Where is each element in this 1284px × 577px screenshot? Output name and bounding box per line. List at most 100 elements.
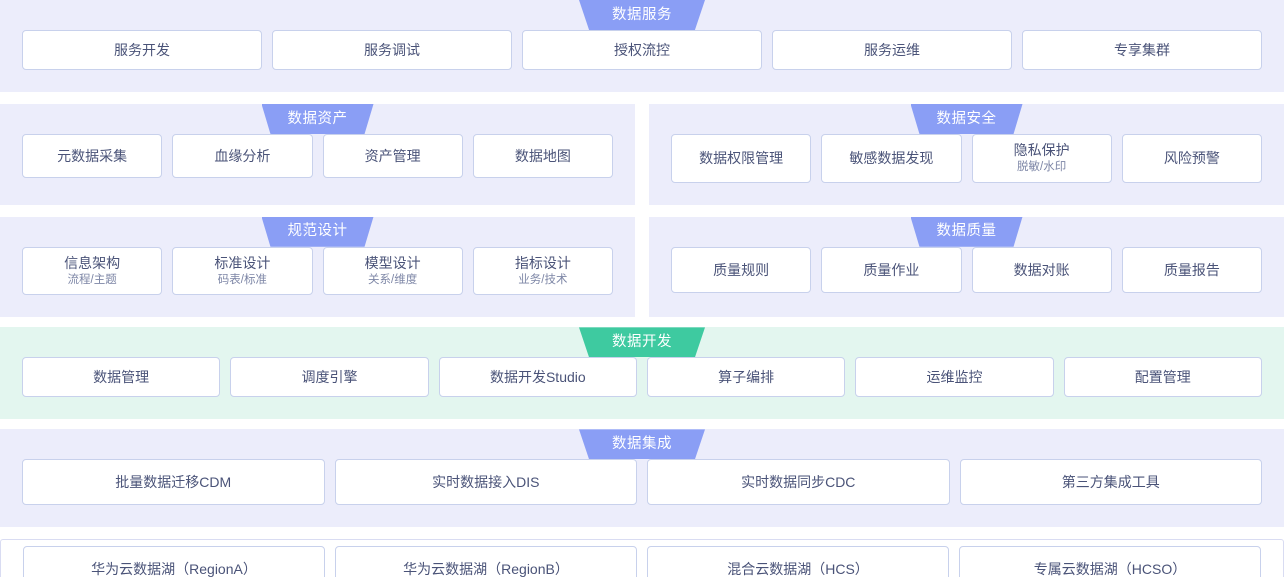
cell-title: 质量作业: [863, 261, 920, 278]
cell-sensitive-data-discovery[interactable]: 敏感数据发现: [821, 134, 962, 183]
cell-title: 指标设计: [514, 254, 571, 271]
section-data-quality: 数据质量 质量规则 质量作业 数据对账 质量报告: [649, 216, 1284, 318]
cell-title: 数据管理: [93, 369, 150, 386]
section-data-service: 数据服务 服务开发 服务调试 授权流控 服务运维 专享集群: [0, 0, 1284, 92]
cell-title: 敏感数据发现: [849, 150, 934, 167]
cell-title: 数据开发Studio: [489, 369, 586, 386]
cell-title: 调度引擎: [301, 369, 358, 386]
cell-data-development-studio[interactable]: 数据开发Studio: [438, 357, 637, 398]
section-data-integration: 数据集成 批量数据迁移CDM 实时数据接入DIS 实时数据同步CDC 第三方集成…: [0, 429, 1284, 528]
cell-title: 资产管理: [364, 147, 421, 164]
cell-title: 专属云数据湖（HCSO）: [1033, 561, 1187, 577]
cell-title: 授权流控: [614, 41, 670, 58]
section-spacer: [0, 419, 1284, 430]
cell-dedicated-cloud-data-lake-hcso[interactable]: 专属云数据湖（HCSO）: [959, 546, 1261, 577]
cell-title: 算子编排: [718, 369, 775, 386]
cell-row-data-integration: 批量数据迁移CDM 实时数据接入DIS 实时数据同步CDC 第三方集成工具: [0, 459, 1284, 527]
section-row-asset-security: 数据资产 元数据采集 血缘分析 资产管理 数据地图 数据安全: [0, 104, 1284, 205]
cell-title: 信息架构: [64, 254, 121, 271]
cell-title: 服务开发: [114, 41, 170, 58]
cell-subtitle: 脱敏/水印: [1017, 161, 1067, 174]
cell-third-party-integration-tools[interactable]: 第三方集成工具: [959, 459, 1262, 506]
cell-service-development[interactable]: 服务开发: [22, 30, 262, 70]
badge-wrap-spec-design: 规范设计: [0, 216, 635, 247]
cell-title: 数据对账: [1013, 261, 1070, 278]
badge-wrap-data-integration: 数据集成: [0, 429, 1284, 460]
cell-row-data-service: 服务开发 服务调试 授权流控 服务运维 专享集群: [0, 30, 1284, 92]
cell-lineage-analysis[interactable]: 血缘分析: [172, 134, 313, 178]
cell-realtime-data-ingestion-dis[interactable]: 实时数据接入DIS: [334, 459, 637, 506]
badge-wrap-data-service: 数据服务: [0, 0, 1284, 30]
cell-row-data-security: 数据权限管理 敏感数据发现 隐私保护 脱敏/水印 风险预警: [649, 134, 1284, 205]
badge-wrap-data-development: 数据开发: [0, 327, 1284, 358]
cell-data-permission-management[interactable]: 数据权限管理: [671, 134, 812, 183]
cell-title: 数据地图: [514, 147, 571, 164]
cell-exclusive-cluster[interactable]: 专享集群: [1022, 30, 1262, 70]
cell-row-data-lake: 华为云数据湖（RegionA） 华为云数据湖（RegionB） 混合云数据湖（H…: [1, 546, 1283, 577]
cell-title: 服务调试: [364, 41, 420, 58]
section-badge-data-development: 数据开发: [579, 327, 705, 358]
badge-wrap-data-security: 数据安全: [649, 104, 1284, 134]
cell-title: 模型设计: [364, 254, 421, 271]
cell-title: 标准设计: [214, 254, 271, 271]
cell-model-design[interactable]: 模型设计 关系/维度: [322, 246, 463, 296]
cell-huawei-cloud-data-lake-region-b[interactable]: 华为云数据湖（RegionB）: [335, 546, 637, 577]
cell-row-spec-design: 信息架构 流程/主题 标准设计 码表/标准 模型设计 关系/维度 指标设计 业务…: [0, 246, 635, 318]
cell-metadata-collection[interactable]: 元数据采集: [22, 134, 163, 178]
cell-title: 配置管理: [1134, 369, 1191, 386]
section-badge-spec-design: 规范设计: [261, 216, 374, 247]
cell-operator-orchestration[interactable]: 算子编排: [646, 357, 846, 398]
cell-batch-data-migration-cdm[interactable]: 批量数据迁移CDM: [22, 459, 325, 506]
cell-data-reconciliation[interactable]: 数据对账: [971, 246, 1112, 293]
cell-standard-design[interactable]: 标准设计 码表/标准: [172, 246, 313, 296]
cell-title: 质量报告: [1163, 261, 1220, 278]
cell-asset-management[interactable]: 资产管理: [322, 134, 463, 178]
badge-wrap-data-asset: 数据资产: [0, 104, 635, 134]
cell-data-map[interactable]: 数据地图: [472, 134, 613, 178]
cell-operations-monitoring[interactable]: 运维监控: [855, 357, 1054, 398]
cell-quality-rules[interactable]: 质量规则: [671, 246, 812, 293]
cell-risk-warning[interactable]: 风险预警: [1121, 134, 1262, 183]
cell-hybrid-cloud-data-lake-hcs[interactable]: 混合云数据湖（HCS）: [647, 546, 949, 577]
cell-title: 实时数据接入DIS: [432, 474, 540, 491]
cell-data-management[interactable]: 数据管理: [22, 357, 221, 398]
cell-subtitle: 码表/标准: [217, 273, 267, 286]
cell-realtime-data-sync-cdc[interactable]: 实时数据同步CDC: [647, 459, 950, 506]
cell-configuration-management[interactable]: 配置管理: [1063, 357, 1262, 398]
cell-title: 元数据采集: [57, 147, 128, 164]
cell-authorization-flow-control[interactable]: 授权流控: [522, 30, 762, 70]
cell-row-data-development: 数据管理 调度引擎 数据开发Studio 算子编排 运维监控 配置管理: [0, 357, 1284, 419]
cell-quality-jobs[interactable]: 质量作业: [821, 246, 962, 293]
cell-service-operations[interactable]: 服务运维: [772, 30, 1012, 70]
section-badge-data-service: 数据服务: [579, 0, 705, 30]
cell-title: 数据权限管理: [699, 150, 784, 167]
section-data-security: 数据安全 数据权限管理 敏感数据发现 隐私保护 脱敏/水印 风险预警: [649, 104, 1284, 205]
section-badge-data-asset: 数据资产: [261, 104, 374, 134]
section-badge-data-security: 数据安全: [910, 104, 1023, 134]
section-spacer: [0, 527, 1284, 540]
cell-title: 第三方集成工具: [1061, 474, 1160, 491]
section-badge-data-quality: 数据质量: [910, 216, 1023, 247]
cell-title: 华为云数据湖（RegionB）: [403, 561, 569, 577]
cell-title: 质量规则: [713, 261, 770, 278]
section-badge-data-integration: 数据集成: [579, 429, 705, 460]
cell-title: 服务运维: [864, 41, 920, 58]
cell-privacy-protection[interactable]: 隐私保护 脱敏/水印: [971, 134, 1112, 183]
cell-title: 专享集群: [1114, 41, 1170, 58]
cell-huawei-cloud-data-lake-region-a[interactable]: 华为云数据湖（RegionA）: [23, 546, 325, 577]
cell-row-data-quality: 质量规则 质量作业 数据对账 质量报告: [649, 246, 1284, 315]
cell-subtitle: 关系/维度: [368, 273, 418, 286]
cell-information-architecture[interactable]: 信息架构 流程/主题: [22, 246, 163, 296]
cell-quality-report[interactable]: 质量报告: [1121, 246, 1262, 293]
cell-title: 实时数据同步CDC: [741, 474, 856, 491]
badge-wrap-data-quality: 数据质量: [649, 216, 1284, 247]
cell-title: 隐私保护: [1013, 142, 1070, 158]
cell-title: 批量数据迁移CDM: [115, 474, 232, 491]
section-spacer: [0, 204, 1284, 217]
cell-metric-design[interactable]: 指标设计 业务/技术: [472, 246, 613, 296]
section-spec-design: 规范设计 信息架构 流程/主题 标准设计 码表/标准 模型设计 关系/维度 指标…: [0, 216, 635, 318]
cell-title: 风险预警: [1163, 150, 1220, 167]
cell-service-debug[interactable]: 服务调试: [272, 30, 512, 70]
cell-scheduling-engine[interactable]: 调度引擎: [230, 357, 429, 398]
